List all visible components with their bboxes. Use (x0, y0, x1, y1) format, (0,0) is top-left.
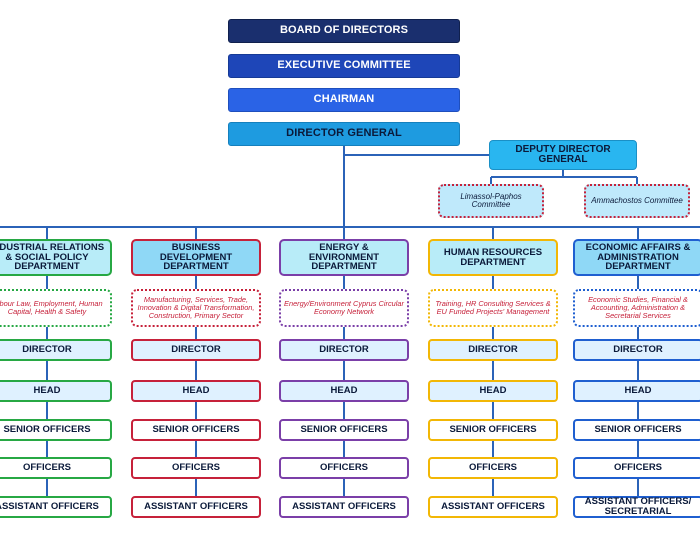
energy-environment-officers: OFFICERS (279, 457, 409, 479)
industrial-relations-head: HEAD (0, 380, 112, 402)
economic-affairs-senior-officers: SENIOR OFFICERS (573, 419, 700, 441)
limassol-paphos-committee: Limassol-Paphos Committee (438, 184, 544, 218)
department-human-resources-scope: Training, HR Consulting Services & EU Fu… (428, 289, 558, 327)
energy-environment-director: DIRECTOR (279, 339, 409, 361)
department-industrial-relations: INDUSTRIAL RELATIONS & SOCIAL POLICY DEP… (0, 239, 112, 276)
industrial-relations-senior-officers: SENIOR OFFICERS (0, 419, 112, 441)
deputy-director-general: DEPUTY DIRECTOR GENERAL (489, 140, 637, 170)
economic-affairs-head: HEAD (573, 380, 700, 402)
economic-affairs-director: DIRECTOR (573, 339, 700, 361)
energy-environment-assistant-officers: ASSISTANT OFFICERS (279, 496, 409, 518)
industrial-relations-director: DIRECTOR (0, 339, 112, 361)
energy-environment-senior-officers: SENIOR OFFICERS (279, 419, 409, 441)
department-economic-affairs: ECONOMIC AFFAIRS & ADMINISTRATION DEPART… (573, 239, 700, 276)
human-resources-officers: OFFICERS (428, 457, 558, 479)
department-human-resources: HUMAN RESOURCES DEPARTMENT (428, 239, 558, 276)
department-industrial-relations-scope: Labour Law, Employment, Human Capital, H… (0, 289, 112, 327)
energy-environment-head: HEAD (279, 380, 409, 402)
executive-committee: EXECUTIVE COMMITTEE (228, 54, 460, 78)
industrial-relations-officers: OFFICERS (0, 457, 112, 479)
human-resources-director: DIRECTOR (428, 339, 558, 361)
department-economic-affairs-scope: Economic Studies, Financial & Accounting… (573, 289, 700, 327)
chairman: CHAIRMAN (228, 88, 460, 112)
economic-affairs-assistant-officers: ASSISTANT OFFICERS/ SECRETARIAL (573, 496, 700, 518)
department-energy-environment-scope: Energy/Environment Cyprus Circular Econo… (279, 289, 409, 327)
board-of-directors: BOARD OF DIRECTORS (228, 19, 460, 43)
director-general: DIRECTOR GENERAL (228, 122, 460, 146)
business-development-head: HEAD (131, 380, 261, 402)
economic-affairs-officers: OFFICERS (573, 457, 700, 479)
industrial-relations-assistant-officers: ASSISTANT OFFICERS (0, 496, 112, 518)
human-resources-assistant-officers: ASSISTANT OFFICERS (428, 496, 558, 518)
ammachostos-committee: Ammachostos Committee (584, 184, 690, 218)
department-energy-environment: ENERGY & ENVIRONMENT DEPARTMENT (279, 239, 409, 276)
department-business-development-scope: Manufacturing, Services, Trade, Innovati… (131, 289, 261, 327)
department-business-development: BUSINESS DEVELOPMENT DEPARTMENT (131, 239, 261, 276)
business-development-director: DIRECTOR (131, 339, 261, 361)
business-development-senior-officers: SENIOR OFFICERS (131, 419, 261, 441)
human-resources-head: HEAD (428, 380, 558, 402)
business-development-assistant-officers: ASSISTANT OFFICERS (131, 496, 261, 518)
business-development-officers: OFFICERS (131, 457, 261, 479)
human-resources-senior-officers: SENIOR OFFICERS (428, 419, 558, 441)
